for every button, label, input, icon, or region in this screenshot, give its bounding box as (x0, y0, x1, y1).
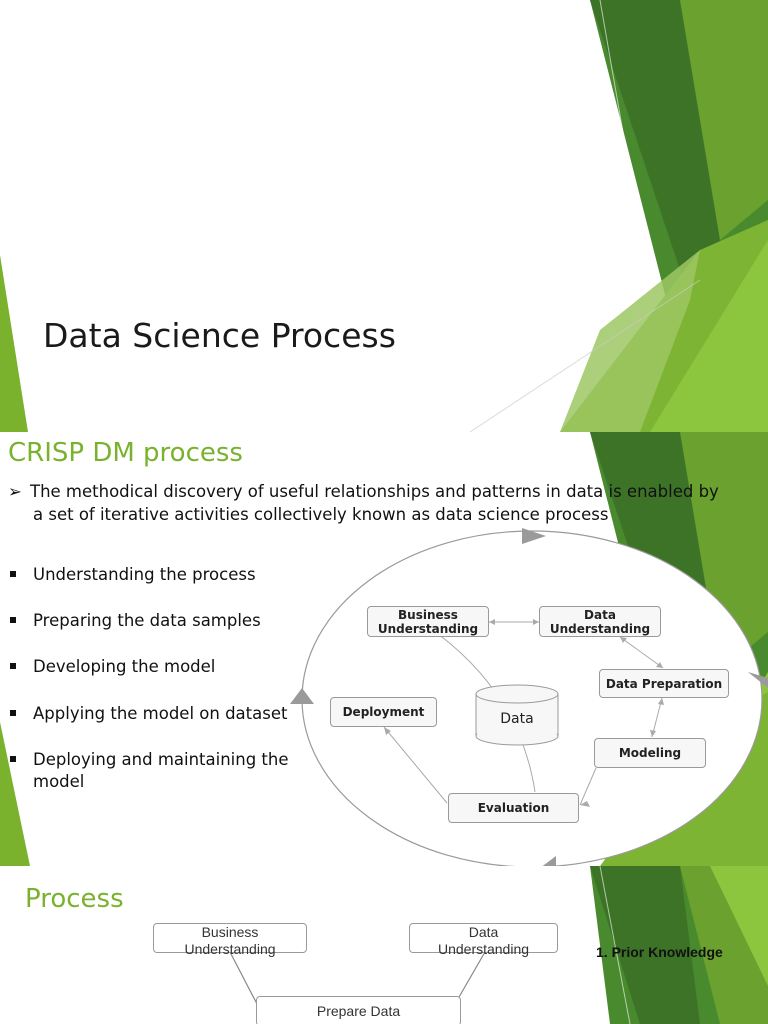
deployment-box: Deployment (330, 697, 437, 727)
slide-title: Process (25, 884, 124, 914)
slide-title: Data Science Process (43, 316, 396, 355)
square-bullet-icon (10, 756, 16, 762)
green-decoration (0, 0, 768, 432)
process-connectors (229, 951, 486, 1005)
intro-line-2: a set of iterative activities collective… (33, 505, 609, 524)
square-bullet-icon (10, 710, 16, 716)
modeling-box: Modeling (594, 738, 706, 768)
crisp-slide: CRISP DM process ➢ The methodical discove… (0, 432, 768, 866)
data-cylinder (475, 684, 559, 746)
slide-title: CRISP DM process (8, 438, 243, 468)
square-bullet-icon (10, 663, 16, 669)
evaluation-box: Evaluation (448, 793, 579, 823)
cycle-arrow-icon (522, 528, 546, 544)
square-bullet-icon (10, 617, 16, 623)
crisp-cycle-diagram (290, 528, 768, 866)
green-decoration (590, 866, 768, 1024)
arrow-bullet-icon: ➢ (8, 482, 22, 501)
intro-line-1: The methodical discovery of useful relat… (30, 482, 719, 501)
cycle-arrow-icon (748, 672, 768, 688)
data-label: Data (500, 711, 534, 727)
cycle-arrow-icon (290, 688, 314, 704)
prior-knowledge-label: 1. Prior Knowledge (596, 944, 723, 960)
square-bullet-icon (10, 571, 16, 577)
cycle-arrow-icon (542, 856, 556, 866)
prepare-data-box: Prepare Data (256, 996, 461, 1024)
intro-text: ➢ The methodical discovery of useful rela… (8, 480, 756, 526)
data-preparation-box: Data Preparation (599, 669, 729, 698)
title-slide: Data Science Process (0, 0, 768, 432)
